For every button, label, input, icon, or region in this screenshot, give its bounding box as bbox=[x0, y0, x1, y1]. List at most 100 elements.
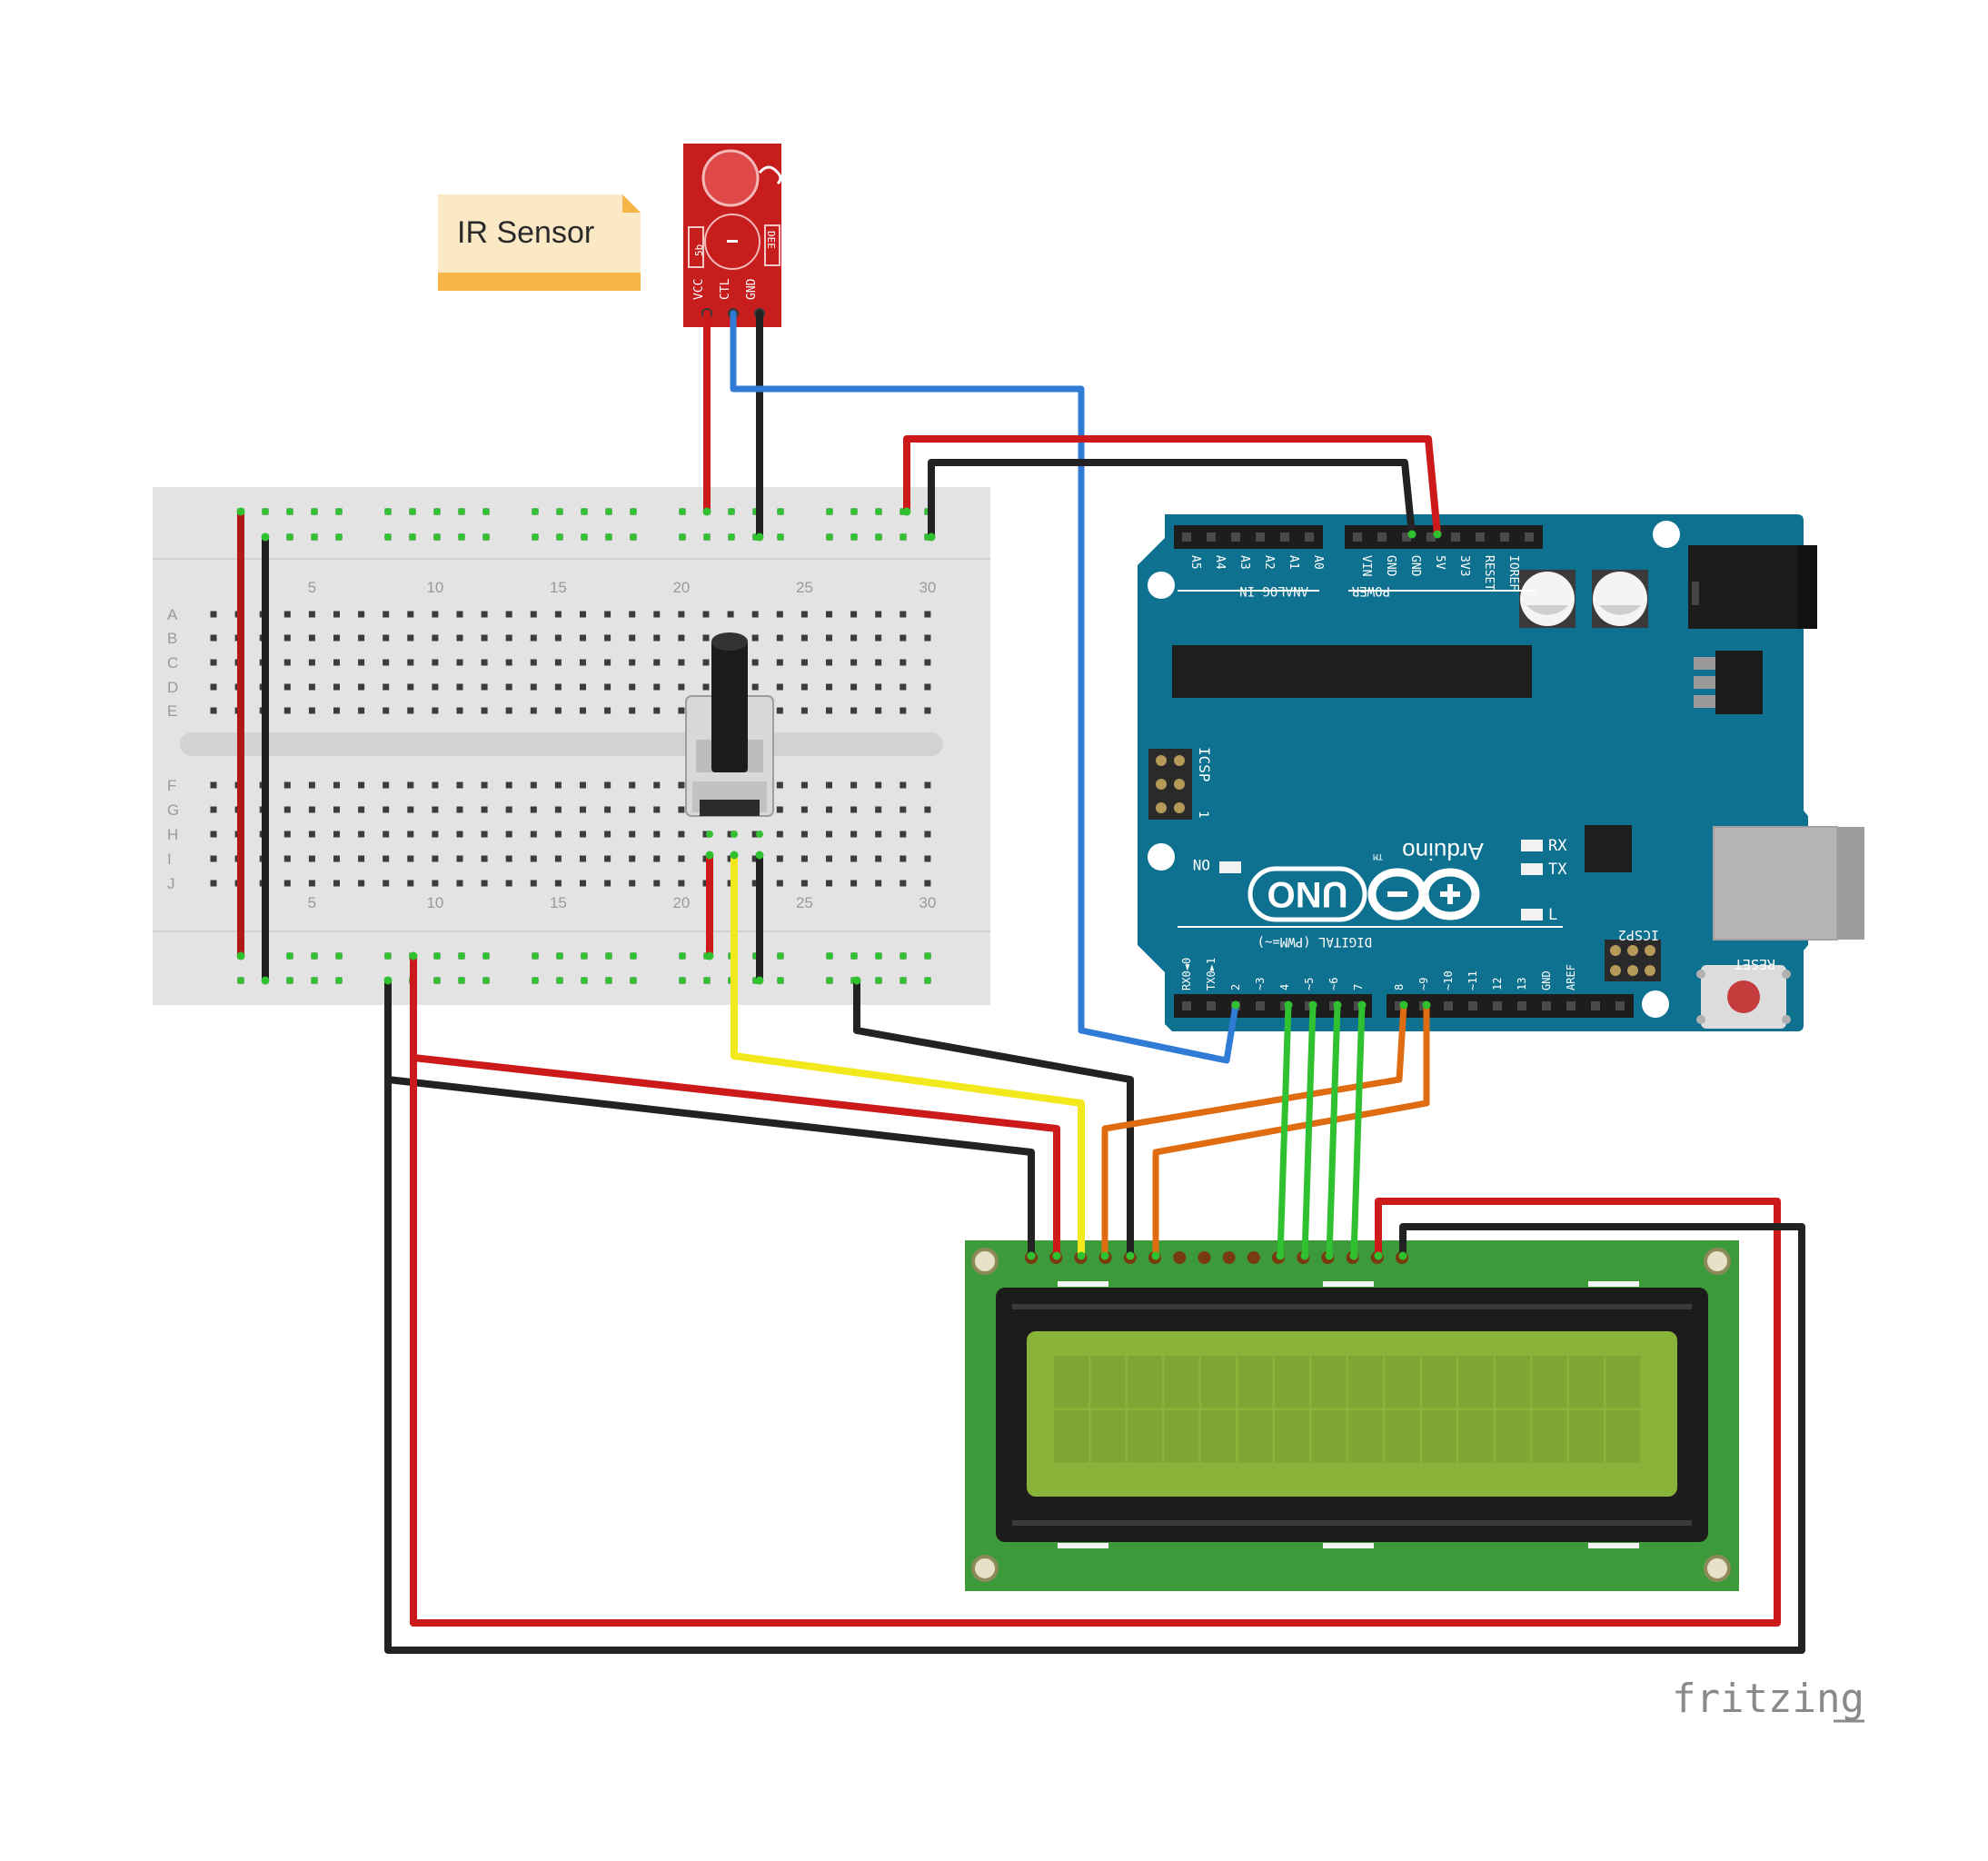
connected-hole bbox=[311, 977, 318, 984]
green-wire-d7 bbox=[1350, 1001, 1366, 1259]
breadboard-hole bbox=[800, 806, 808, 813]
breadboard-hole bbox=[653, 855, 661, 862]
breadboard-hole bbox=[751, 659, 759, 666]
breadboard-hole bbox=[776, 831, 783, 838]
lcd-character-cell bbox=[1201, 1410, 1236, 1463]
breadboard-hole bbox=[481, 634, 488, 642]
breadboard-hole bbox=[826, 707, 832, 714]
ir-sensor-right-label: DEE bbox=[765, 231, 777, 249]
lcd-character-cell bbox=[1275, 1356, 1309, 1408]
connected-hole bbox=[556, 977, 563, 984]
lcd-character-cell bbox=[1090, 1356, 1126, 1408]
digital-pin-label: TX0►1 bbox=[1205, 958, 1218, 990]
wire-end-dot bbox=[1308, 1000, 1317, 1010]
reset-button-icon bbox=[1696, 965, 1791, 1029]
lcd-pin bbox=[1222, 1251, 1236, 1264]
breadboard-row-label: I bbox=[167, 851, 172, 868]
power-pin-label: 5V bbox=[1433, 555, 1446, 570]
connected-hole bbox=[335, 952, 343, 960]
breadboard-hole bbox=[407, 880, 414, 887]
connected-hole bbox=[409, 533, 416, 541]
breadboard-hole bbox=[678, 683, 685, 691]
breadboard-hole bbox=[580, 781, 586, 789]
connected-hole bbox=[482, 533, 490, 541]
breadboard-hole bbox=[554, 831, 562, 838]
breadboard-column-number: 10 bbox=[426, 894, 443, 911]
breadboard-hole bbox=[629, 781, 636, 789]
breadboard-row-label: H bbox=[167, 826, 178, 843]
breadboard-hole bbox=[407, 611, 414, 618]
breadboard-row-label: G bbox=[167, 801, 179, 819]
breadboard-hole bbox=[900, 880, 907, 887]
breadboard-hole bbox=[875, 659, 882, 666]
breadboard-hole bbox=[432, 634, 439, 642]
digital-pin-label: ~9 bbox=[1417, 978, 1430, 990]
digital-label: DIGITAL (PWM=~) bbox=[1257, 934, 1372, 949]
wire-end-dot bbox=[1374, 1251, 1383, 1260]
ir-sensor-left-label: 5b bbox=[693, 244, 705, 256]
wire-end-dot bbox=[261, 532, 270, 542]
breadboard-row-label: J bbox=[167, 875, 175, 892]
analog-pin-label: A3 bbox=[1238, 555, 1251, 570]
connected-hole bbox=[875, 533, 882, 541]
breadboard-hole bbox=[456, 831, 463, 838]
connected-hole bbox=[458, 508, 465, 515]
analog-header bbox=[1174, 525, 1323, 549]
breadboard-hole bbox=[407, 634, 414, 642]
breadboard-hole bbox=[505, 683, 512, 691]
breadboard-hole bbox=[481, 831, 488, 838]
connected-hole bbox=[826, 533, 833, 541]
breadboard-hole bbox=[283, 707, 291, 714]
connected-hole bbox=[311, 508, 318, 515]
breadboard-hole bbox=[924, 880, 931, 887]
connected-hole bbox=[605, 952, 612, 960]
connected-hole bbox=[286, 508, 293, 515]
power-pin-label: RESET bbox=[1482, 555, 1496, 591]
digital-pin-label: AREF bbox=[1565, 964, 1577, 990]
breadboard-hole bbox=[333, 683, 340, 691]
mounting-hole bbox=[1653, 521, 1680, 548]
breadboard-hole bbox=[580, 683, 586, 691]
tx-label: TX bbox=[1548, 861, 1567, 879]
connected-hole bbox=[581, 952, 588, 960]
breadboard-hole bbox=[604, 806, 611, 813]
breadboard-hole bbox=[456, 806, 463, 813]
breadboard-hole bbox=[554, 880, 562, 887]
connected-hole bbox=[679, 952, 686, 960]
connected-hole bbox=[262, 508, 269, 515]
connected-hole bbox=[924, 977, 931, 984]
breadboard-hole bbox=[481, 806, 488, 813]
breadboard-hole bbox=[875, 806, 882, 813]
connected-hole bbox=[850, 533, 858, 541]
breadboard-hole bbox=[283, 831, 291, 838]
breadboard-hole bbox=[751, 634, 759, 642]
connected-hole bbox=[482, 508, 490, 515]
lcd-character-cell bbox=[1238, 1410, 1273, 1463]
breadboard-hole bbox=[530, 880, 537, 887]
ir-pin-label: CTL bbox=[719, 278, 732, 300]
wire-end-dot bbox=[755, 851, 764, 860]
breadboard-row-label: A bbox=[167, 606, 178, 623]
breadboard-hole bbox=[456, 781, 463, 789]
breadboard-hole bbox=[432, 611, 439, 618]
breadboard-hole bbox=[604, 659, 611, 666]
breadboard-hole bbox=[800, 634, 808, 642]
icsp-pin-one-label: 1 bbox=[1196, 811, 1210, 818]
wire-end-dot bbox=[1151, 1251, 1160, 1260]
connected-hole bbox=[706, 831, 713, 838]
power-header bbox=[1345, 525, 1543, 549]
breadboard-hole bbox=[407, 683, 414, 691]
breadboard-column-number: 10 bbox=[426, 579, 443, 596]
fritzing-logo-text: fritzing bbox=[1672, 1676, 1864, 1722]
black-wire-lcd-backlight bbox=[384, 977, 1805, 1654]
breadboard-hole bbox=[900, 781, 907, 789]
lcd-16x2-module bbox=[965, 1240, 1739, 1591]
breadboard-hole bbox=[383, 831, 390, 838]
lcd-character-cell bbox=[1569, 1356, 1604, 1408]
wire-end-dot bbox=[261, 976, 270, 985]
connected-hole bbox=[384, 508, 392, 515]
wire-end-dot bbox=[1077, 1251, 1086, 1260]
lcd-character-cell bbox=[1201, 1356, 1236, 1408]
breadboard-hole bbox=[432, 880, 439, 887]
lcd-character-cell bbox=[1458, 1356, 1494, 1408]
